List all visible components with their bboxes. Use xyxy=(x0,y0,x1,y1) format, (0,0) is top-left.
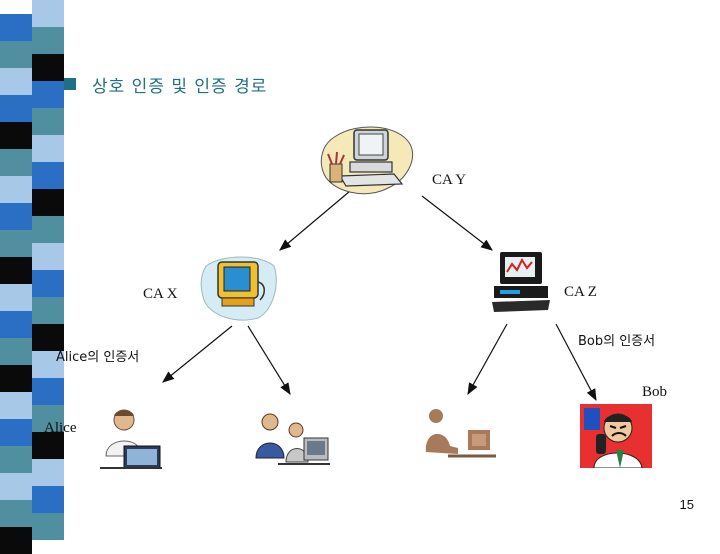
arrow-ca-z-to-user-third xyxy=(467,323,508,396)
stripe-block xyxy=(0,445,32,473)
stripe-block xyxy=(0,121,32,149)
stripe-block xyxy=(32,486,64,513)
arrow-ca-z-to-bob xyxy=(555,323,597,402)
stripe-block xyxy=(32,432,64,459)
stripe-block xyxy=(0,202,32,230)
crt-monitor-icon xyxy=(200,256,277,321)
certification-path-arrows xyxy=(162,185,597,402)
title-row: 상호 인증 및 인증 경로 xyxy=(64,72,268,97)
stripe-block xyxy=(32,459,64,486)
stripe-block xyxy=(0,472,32,500)
alice-certificate-label: Alice의 인증서 xyxy=(56,350,140,365)
stripe-block xyxy=(0,499,32,527)
stripe-block xyxy=(32,162,64,189)
stripe-block xyxy=(0,40,32,68)
stripe-block xyxy=(0,148,32,176)
stripe-block xyxy=(32,513,64,540)
arrow-ca-y-to-ca-z xyxy=(421,195,493,251)
page-number: 15 xyxy=(679,497,694,512)
stripe-block xyxy=(32,405,64,432)
stripe-block xyxy=(0,229,32,257)
bullet-square-icon xyxy=(64,78,76,90)
stripe-block xyxy=(0,364,32,392)
stripe-block xyxy=(0,13,32,41)
person-at-desk-icon xyxy=(425,409,496,458)
stripe-block xyxy=(32,324,64,351)
alice-label: Alice xyxy=(44,420,77,436)
stripe-block xyxy=(32,81,64,108)
stripe-block xyxy=(32,54,64,81)
bob-label: Bob xyxy=(642,384,668,400)
stripe-block xyxy=(0,418,32,446)
stripe-block xyxy=(0,283,32,311)
stripe-block xyxy=(32,0,64,27)
stripe-block xyxy=(0,256,32,284)
stripe-block xyxy=(0,94,32,122)
bob-certificate-label: Bob의 인증서 xyxy=(578,334,656,349)
arrow-ca-y-to-ca-x xyxy=(279,185,357,251)
stripe-block xyxy=(0,67,32,95)
page-title: 상호 인증 및 인증 경로 xyxy=(92,76,268,97)
stripe-block xyxy=(32,135,64,162)
ca-x-label: CA X xyxy=(143,286,178,302)
stripe-block xyxy=(32,216,64,243)
two-people-at-computer-icon xyxy=(255,413,330,465)
stripe-block xyxy=(32,351,64,378)
person-at-laptop-icon xyxy=(100,409,162,469)
ca-y-label: CA Y xyxy=(432,172,467,188)
stripe-block xyxy=(0,310,32,338)
stripe-block xyxy=(32,270,64,297)
oscilloscope-computer-icon xyxy=(492,252,550,312)
stripe-block xyxy=(0,391,32,419)
stripe-block xyxy=(32,108,64,135)
stripe-block xyxy=(32,189,64,216)
ca-z-label: CA Z xyxy=(564,284,597,300)
angry-man-on-phone-icon xyxy=(580,404,652,468)
stripe-block xyxy=(32,27,64,54)
stripe-block xyxy=(32,297,64,324)
stripe-block xyxy=(0,175,32,203)
desktop-computer-icon xyxy=(320,126,413,195)
arrow-ca-x-to-user-pair xyxy=(247,325,291,396)
stripe-block xyxy=(32,378,64,405)
arrow-ca-x-to-alice xyxy=(162,325,233,383)
stripe-block xyxy=(0,337,32,365)
stripe-block xyxy=(32,243,64,270)
